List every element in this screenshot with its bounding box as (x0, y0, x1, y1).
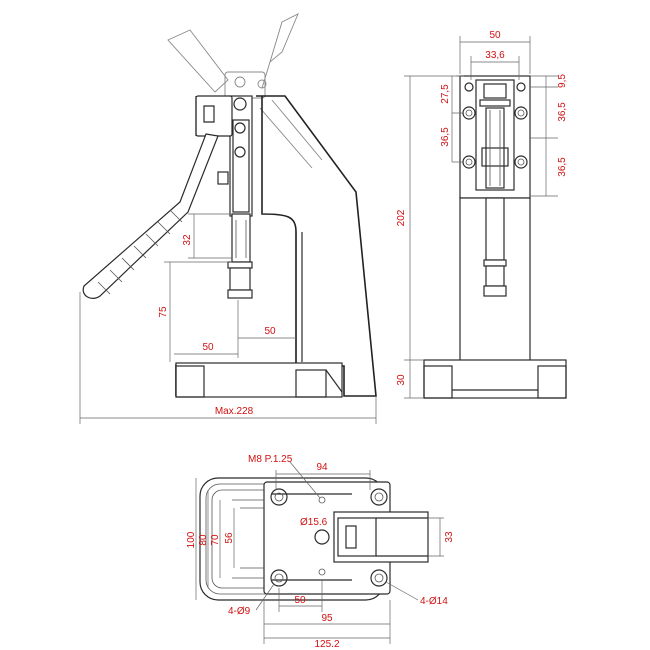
dim-base-70: 70 (210, 534, 221, 546)
dim-front-36-5-right-top: 36,5 (557, 102, 568, 122)
dim-front-27-5: 27,5 (440, 84, 451, 104)
dim-32: 32 (182, 234, 193, 246)
dim-base-80: 80 (198, 534, 209, 546)
dim-base-56: 56 (224, 532, 235, 544)
ghost-handle-upper (167, 13, 323, 169)
base-view: 94 M8 P.1.25 Ø15.6 100 80 70 56 33 4-Ø9 … (186, 454, 455, 650)
side-view: 32 75 50 50 Max.228 (79, 13, 377, 424)
dim-front-30: 30 (396, 374, 407, 386)
dim-front-36-5-right-bottom: 36,5 (557, 157, 568, 177)
dim-front-9-5: 9,5 (557, 74, 568, 88)
dim-front-33-6: 33,6 (485, 50, 505, 61)
side-ram (231, 213, 251, 263)
front-view: 50 33,6 27,5 36,5 9,5 36,5 36,5 202 30 (396, 30, 568, 399)
base-column-footprint (333, 511, 429, 563)
dim-base-thread: M8 P.1.25 (248, 454, 293, 465)
dim-front-36-5-left: 36,5 (440, 127, 451, 147)
dim-max-228: Max.228 (215, 406, 254, 417)
dim-base-95: 95 (321, 613, 333, 624)
dim-base-125-2: 125.2 (314, 639, 339, 650)
dim-50-right: 50 (264, 326, 276, 337)
dim-front-202: 202 (396, 209, 407, 226)
dim-base-dia-15-6: Ø15.6 (300, 517, 328, 528)
dim-base-holes-9: 4-Ø9 (228, 606, 251, 617)
side-handle-grip (82, 133, 219, 299)
dim-50-left: 50 (202, 342, 214, 353)
front-ram (485, 197, 505, 261)
dim-front-50: 50 (489, 30, 501, 41)
side-base (175, 362, 343, 398)
dim-base-33: 33 (444, 531, 455, 543)
front-head (459, 75, 531, 199)
dim-base-100: 100 (186, 531, 197, 548)
dim-base-94: 94 (316, 462, 328, 473)
frame-body (175, 95, 377, 397)
dim-base-50: 50 (294, 595, 306, 606)
dim-base-holes-14: 4-Ø14 (420, 596, 448, 607)
dim-75: 75 (158, 306, 169, 318)
